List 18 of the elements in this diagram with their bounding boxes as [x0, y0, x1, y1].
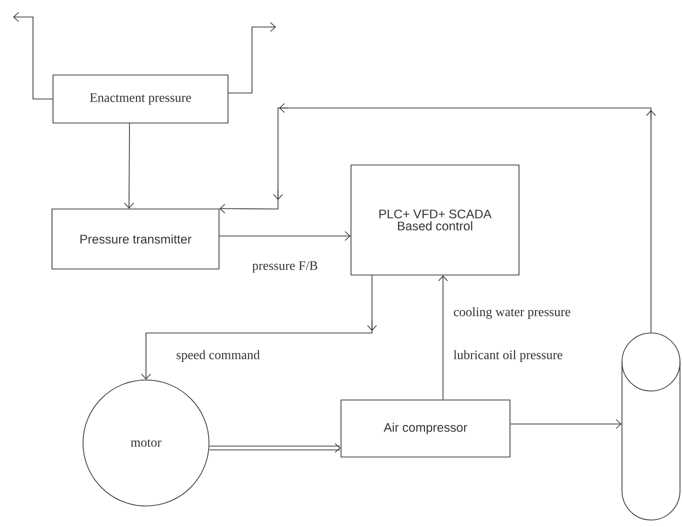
arrow	[219, 103, 656, 333]
process-box: Pressure transmitter	[52, 208, 220, 270]
tank-drawing	[622, 332, 680, 520]
arrow	[209, 443, 341, 453]
arrow	[219, 231, 351, 241]
process-box: Enactment pressure	[52, 74, 228, 124]
control-box: PLC+ VFD+ SCADA Based control	[350, 164, 520, 276]
arrow	[13, 12, 53, 100]
arrow	[510, 419, 622, 429]
signal-label: cooling water pressure	[454, 307, 570, 319]
process-box: Air compressor	[340, 400, 510, 458]
arrow	[124, 123, 134, 209]
signal-label: lubricant oil pressure	[454, 350, 562, 362]
edge-label: pressure F/B	[251, 260, 319, 274]
edge-label: speed command	[175, 349, 261, 363]
arrow	[228, 22, 276, 94]
arrow	[141, 275, 377, 380]
arrow	[438, 275, 448, 400]
